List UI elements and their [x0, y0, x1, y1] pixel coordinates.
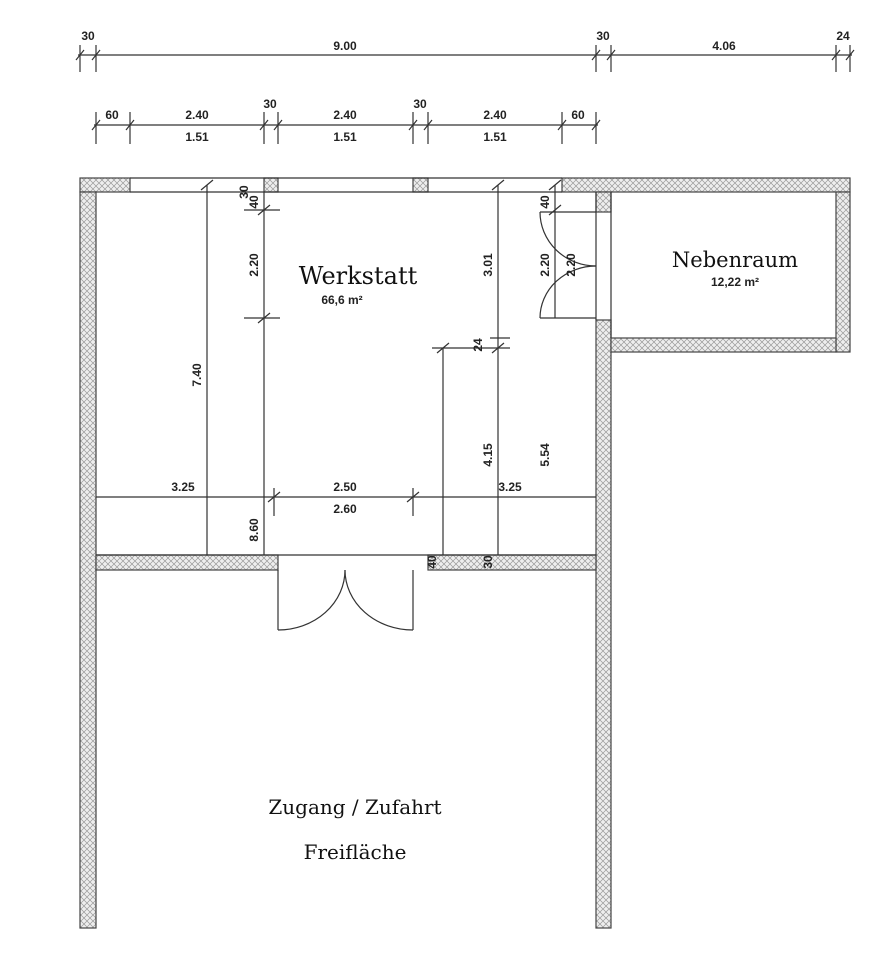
dim-label: 2.40: [483, 108, 507, 122]
interior-dimensions: 30 40 2.20 7.40 8.60 3.01 24 4.15 40 2.2…: [96, 179, 596, 569]
dim-label: 24: [836, 29, 850, 43]
outdoor-label-open-area: Freifläche: [304, 840, 407, 864]
dim-label: 2.20: [247, 253, 261, 277]
dim-label: 2.40: [185, 108, 209, 122]
room-name-nebenraum: Nebenraum: [672, 248, 798, 272]
walls: [79, 177, 851, 929]
dim-label: 30: [263, 97, 277, 111]
double-door-main: [277, 569, 414, 631]
outdoor-label-access: Zugang / Zufahrt: [268, 795, 441, 819]
dim-label: 3.25: [171, 480, 195, 494]
dim-label: 2.60: [333, 502, 357, 516]
dim-label: 40: [247, 195, 261, 209]
dim-label: 60: [571, 108, 585, 122]
dim-label: 2.20: [538, 253, 552, 277]
dim-label: 30: [81, 29, 95, 43]
dim-label: 8.60: [247, 518, 261, 542]
dim-label: 30: [481, 555, 495, 569]
dim-label: 40: [538, 195, 552, 209]
dim-label: 9.00: [333, 39, 357, 53]
dimension-chain-top: 30 9.00 30 4.06 24: [75, 29, 855, 72]
dim-label: 30: [413, 97, 427, 111]
dim-label: 24: [471, 338, 485, 352]
dim-label: 3.01: [481, 253, 495, 277]
room-name-werkstatt: Werkstatt: [299, 262, 418, 290]
dim-label: 1.51: [333, 130, 357, 144]
dim-label: 40: [425, 555, 439, 569]
dim-label: 2.20: [564, 253, 578, 277]
double-door-side: [539, 211, 597, 319]
dim-label: 1.51: [483, 130, 507, 144]
dim-label: 3.25: [498, 480, 522, 494]
dim-label: 5.54: [538, 443, 552, 467]
dimension-chain-windows: 60 2.40 1.51 30 2.40 1.51 30 2.40 1.51 6…: [91, 97, 601, 144]
dim-label: 60: [105, 108, 119, 122]
dim-label: 7.40: [190, 363, 204, 387]
dim-label: 4.06: [712, 39, 736, 53]
dim-label: 2.40: [333, 108, 357, 122]
dim-label: 30: [237, 185, 251, 199]
dim-label: 30: [596, 29, 610, 43]
room-area-nebenraum: 12,22 m²: [711, 275, 759, 289]
dim-label: 1.51: [185, 130, 209, 144]
dim-label: 2.50: [333, 480, 357, 494]
room-area-werkstatt: 66,6 m²: [321, 293, 362, 307]
dim-label: 4.15: [481, 443, 495, 467]
